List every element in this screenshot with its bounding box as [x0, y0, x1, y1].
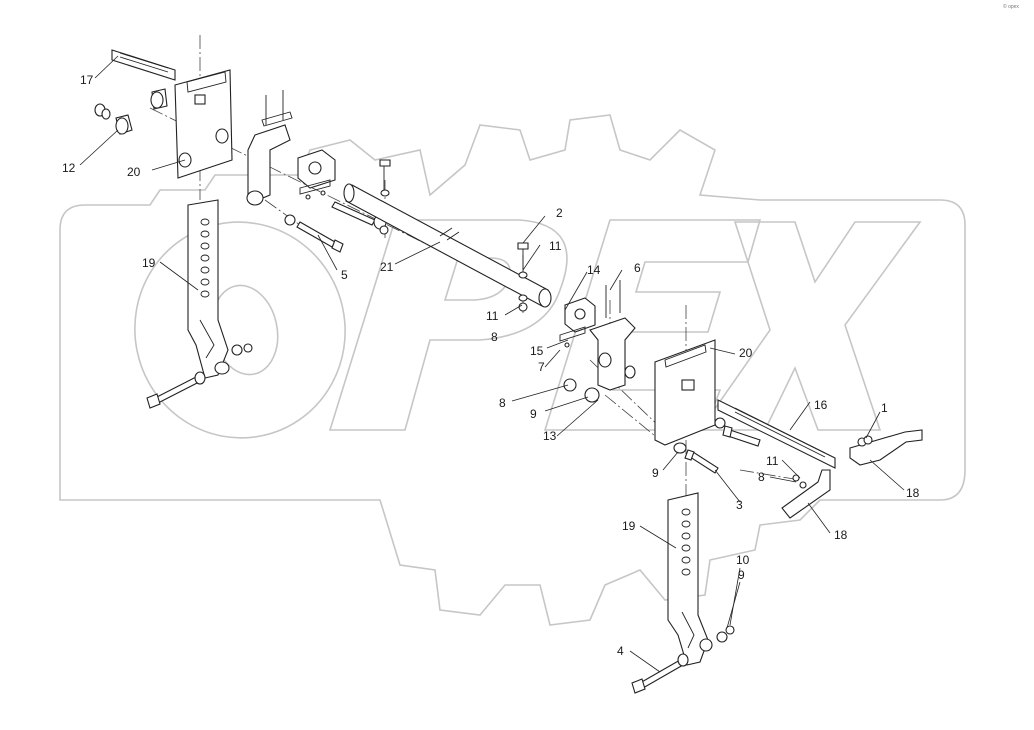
callout-label-8: 8: [499, 396, 506, 410]
watermark-letter-x: [698, 221, 922, 431]
leader-lines: [79, 55, 905, 673]
watermark-letter-e: [543, 219, 762, 431]
callout-label-20: 20: [739, 346, 753, 360]
callout-label-17: 17: [80, 73, 94, 87]
callout-label-10: 10: [736, 553, 750, 567]
bracket-plate-20-right: [654, 339, 716, 446]
callout-label-19: 19: [622, 519, 636, 533]
corner-mark: © opex: [1003, 3, 1019, 10]
plate-holes-right: [681, 508, 691, 576]
adjuster-plate-19-right: [667, 492, 709, 666]
bolt-left-lower: [154, 375, 202, 404]
callout-label-2: 2: [556, 206, 563, 220]
slotted-bar-17: [111, 49, 176, 81]
callout-label-11: 11: [766, 454, 779, 468]
bracket-plate-20-left: [174, 69, 233, 179]
bolt-4: [639, 659, 684, 689]
callout-label-9: 9: [738, 568, 745, 582]
right-lower-assembly: [631, 492, 735, 694]
callout-label-12: 12: [62, 161, 76, 175]
callout-labels: 17 12 20 19 5 21 2 11 11 8 14 6 15 7 20 …: [62, 73, 920, 658]
callout-label-8: 8: [758, 470, 765, 484]
clamp-bracket-left: [247, 124, 291, 201]
callout-label-9: 9: [652, 466, 659, 480]
left-lower-assembly: [146, 199, 253, 409]
callout-label-18: 18: [906, 486, 920, 500]
callout-label-14: 14: [587, 263, 601, 277]
opex-watermark: [59, 114, 966, 626]
callout-label-13: 13: [543, 429, 557, 443]
plate-holes-left: [200, 218, 210, 298]
bolt-upper-tube: [331, 201, 376, 226]
watermark-gear-outline: [59, 114, 966, 626]
callout-label-9: 9: [530, 407, 537, 421]
callout-label-7: 7: [538, 360, 545, 374]
bolt-3: [689, 451, 719, 474]
adjuster-plate-19-left: [187, 199, 229, 379]
center-right-assembly: [517, 242, 761, 474]
callout-label-1: 1: [881, 401, 888, 415]
callout-label-19: 19: [142, 256, 156, 270]
callout-label-11: 11: [549, 239, 562, 253]
callout-label-4: 4: [617, 644, 624, 658]
clamp-bracket-right: [589, 317, 636, 391]
callout-label-8: 8: [491, 330, 498, 344]
callout-label-15: 15: [530, 344, 544, 358]
right-linkage: [717, 399, 923, 519]
callout-label-18: 18: [834, 528, 848, 542]
callout-label-21: 21: [380, 260, 394, 274]
left-upper-assembly: [94, 49, 391, 253]
callout-label-3: 3: [736, 498, 743, 512]
callout-label-5: 5: [341, 268, 348, 282]
callout-label-6: 6: [634, 261, 641, 275]
tube-21: [343, 183, 552, 308]
hook-arm-18-lower: [781, 469, 831, 519]
callout-label-20: 20: [127, 165, 141, 179]
hook-arm-18-right: [849, 429, 923, 466]
callout-label-16: 16: [814, 398, 828, 412]
callout-label-11: 11: [486, 309, 499, 323]
